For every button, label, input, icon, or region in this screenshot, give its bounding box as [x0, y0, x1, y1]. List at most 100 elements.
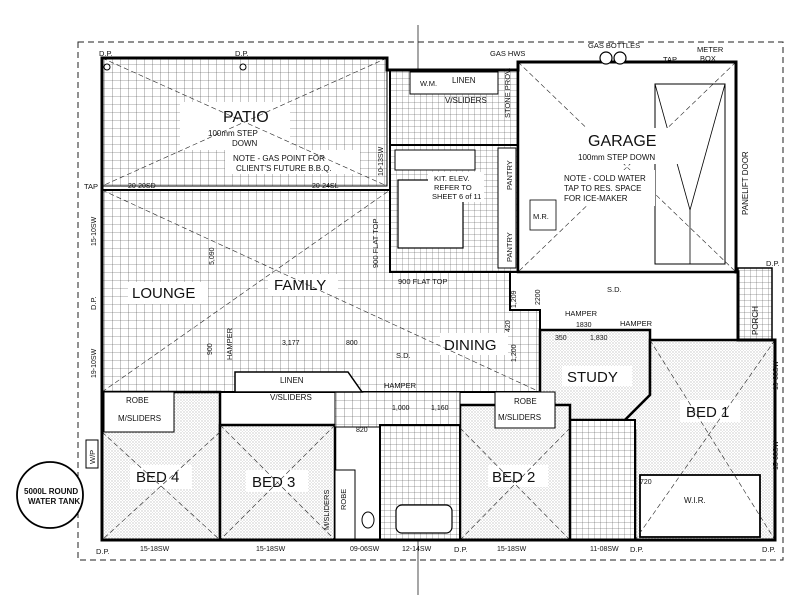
bed2-text-box: [488, 465, 548, 487]
m-sliders-bed3-label: M/SLIDERS: [322, 490, 331, 530]
bed2-diagonal: [459, 427, 571, 541]
linen-mid-label: LINEN: [280, 376, 304, 385]
stone-prov-label: STONE PROV.: [503, 68, 512, 118]
kitchen-note-line-3: SHEET 6 of 11: [432, 192, 481, 201]
site-boundary: [77, 41, 784, 561]
dimension-label: 2200: [535, 289, 542, 305]
bed1-text-box: [680, 400, 740, 422]
pantry-box: [497, 147, 517, 269]
mr-label: M.R.: [533, 212, 549, 221]
dimension-label: 3,177: [282, 340, 300, 347]
tap-left-label: TAP: [84, 182, 98, 191]
patio-note-line-2: CLIENT'S FUTURE B.B.Q.: [236, 164, 332, 173]
patio-diagonal: [101, 57, 388, 187]
robe-right-label: ROBE: [514, 397, 537, 406]
window-label: 09-06SW: [350, 546, 380, 553]
window-label: 12-14SW: [402, 546, 432, 553]
dimension-label: 800: [346, 340, 358, 347]
dimension-label: 1,160: [431, 405, 449, 412]
dp-top-mid: D.P.: [235, 49, 249, 58]
window-label: 15-18SW: [497, 546, 527, 553]
family-label: FAMILY: [274, 277, 326, 294]
window-label: 15-18SW: [256, 546, 286, 553]
meter-box-label-1: METER: [697, 45, 724, 54]
window-label: 15-18SW: [140, 546, 170, 553]
water-tank-label-1: 5000L ROUND: [24, 487, 78, 496]
window-label: 11-08SW: [590, 546, 619, 553]
patio-label: PATIO: [223, 109, 269, 126]
bed4-diagonal: [101, 431, 221, 541]
meter-box-label-2: BOX: [700, 54, 716, 63]
dimension-label: 900: [207, 343, 214, 355]
bed4-text-box: [130, 465, 192, 489]
dimension-label: 1,830: [590, 335, 608, 342]
dp-bottom-1: D.P.: [454, 545, 468, 554]
window-label: 19-10SW: [91, 348, 98, 378]
hamper-label-2: HAMPER: [384, 381, 417, 390]
window-label: 15-10SW: [91, 216, 98, 246]
ensuite-floor: [569, 419, 636, 541]
hamper-label-4: HAMPER: [620, 319, 653, 328]
garage-diagonal: [517, 61, 737, 273]
garage-text-box: [565, 128, 680, 164]
robe-left-box: [103, 391, 175, 433]
dining-text-box: [440, 333, 508, 355]
dimension-label: 5,090: [209, 247, 216, 265]
bed3-text-box: [246, 470, 308, 492]
dimension-label: 1,200: [511, 344, 518, 362]
bathtub: [395, 504, 453, 534]
water-tank-label-2: WATER TANK: [28, 497, 80, 506]
garage-diagonal: [517, 61, 737, 273]
wir-label: W.I.R.: [684, 496, 706, 505]
dimension-label: 1,000: [392, 405, 410, 412]
bed4-diagonal: [101, 431, 221, 541]
dimension-label: 1830: [576, 322, 592, 329]
meter-room: [529, 199, 557, 231]
flat-top-label-2: 900 FLAT TOP: [398, 277, 447, 286]
sd-label-2: S.D.: [396, 351, 411, 360]
wir-floor: [639, 474, 761, 538]
gas-bottles-label: GAS BOTTLES: [588, 41, 640, 50]
window-label: 19-08SW: [773, 360, 780, 390]
robe-left-label: ROBE: [126, 396, 149, 405]
dp-left: D.P.: [89, 296, 98, 310]
living-diagonal: [101, 189, 391, 393]
bed4-label: BED 4: [136, 469, 179, 486]
bed2-label: BED 2: [492, 469, 535, 486]
v-sliders-top-label: V/SLIDERS: [445, 96, 487, 105]
outer-wall: [100, 56, 777, 542]
garage-note-line-2: TAP TO RES. SPACE: [564, 184, 642, 193]
study-text-box: [562, 366, 632, 386]
gas-bottle-icon: [599, 51, 613, 65]
dimension-label: 720: [640, 479, 652, 486]
patio-note-line-1: NOTE - GAS POINT FOR: [233, 154, 325, 163]
hamper-label-3: HAMPER: [225, 327, 234, 360]
m-sliders-right-label: M/SLIDERS: [498, 413, 541, 422]
water-tank: [16, 461, 84, 529]
panelift-door-label: PANELIFT DOOR: [741, 151, 750, 215]
kitchen-note-line-1: KIT. ELEV.: [434, 174, 470, 183]
dp-bottom-right: D.P.: [762, 545, 776, 554]
garage-note-line-1: NOTE - COLD WATER: [564, 174, 646, 183]
car-line: [689, 83, 726, 211]
garage-note-line-3: FOR ICE-MAKER: [564, 194, 628, 203]
garage-label: GARAGE: [588, 133, 656, 150]
wp-box: [85, 439, 99, 469]
dp-top-left: D.P.: [99, 49, 113, 58]
bed1-diagonal: [649, 339, 776, 541]
dp-bottom-2: D.P.: [630, 545, 644, 554]
dimension-label: 420: [505, 320, 512, 332]
dimension-label: 350: [555, 335, 567, 342]
hall-floor: [334, 391, 461, 428]
porch-label: PORCH: [751, 306, 760, 335]
patio-note-box: [225, 150, 360, 174]
window-label: 20-20SD: [128, 183, 156, 190]
hamper-label-1: HAMPER: [565, 309, 598, 318]
tap-top-label: TAP: [663, 55, 677, 64]
robe-right-box: [494, 391, 556, 429]
laundry-bench: [409, 71, 499, 95]
wp-label: W/P: [88, 450, 97, 464]
window-label: 20-24SL: [312, 183, 339, 190]
study-label: STUDY: [567, 369, 618, 386]
